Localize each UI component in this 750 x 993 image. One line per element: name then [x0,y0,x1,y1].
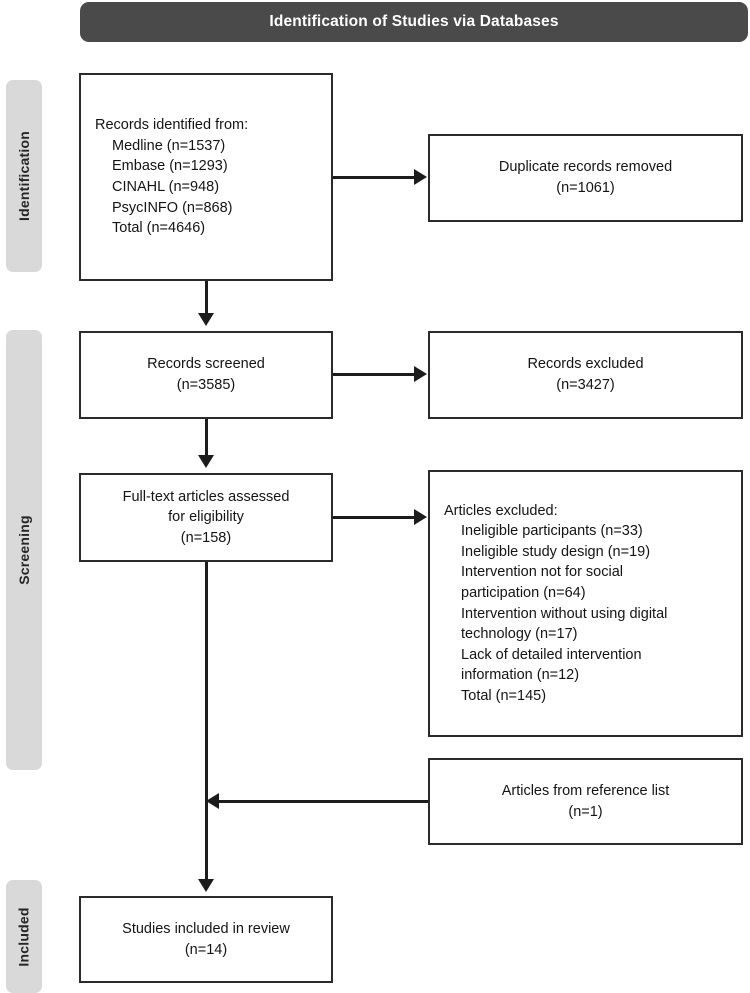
box-records-identified: Records identified from: Medline (n=1537… [79,73,333,281]
diagram-header-banner: Identification of Studies via Databases [80,2,748,42]
arrowhead-down-icon [198,879,214,892]
arrowhead-left-icon [206,793,219,809]
box-records-excluded: Records excluded (n=3427) [428,331,743,419]
arrowhead-down-icon [198,313,214,326]
diagram-title: Identification of Studies via Databases [269,13,559,30]
connector-screened-to-fulltext [205,419,208,457]
stage-label-included: Included [16,906,33,967]
box-line: Lack of detailed intervention [461,646,642,663]
box-duplicate-records-removed: Duplicate records removed (n=1061) [428,134,743,222]
box-articles-from-reference-list: Articles from reference list (n=1) [428,758,743,845]
box-line: PsycINFO (n=868) [112,199,233,216]
box-line: for eligibility [168,509,244,526]
connector-identified-to-duplicates [333,176,416,179]
box-line: Articles from reference list [501,782,670,799]
box-line: Ineligible participants (n=33) [461,523,643,540]
connector-fulltext-to-included [205,562,208,883]
box-line: Duplicate records removed [498,159,673,176]
box-line: participation (n=64) [461,584,586,601]
arrowhead-down-icon [198,455,214,468]
stage-tab-screening: Screening [6,330,42,770]
box-line: (n=3427) [556,377,615,393]
box-line: Total (n=4646) [112,220,206,237]
arrowhead-right-icon [414,366,427,382]
box-line: Total (n=145) [461,687,547,704]
stage-tab-included: Included [6,880,42,993]
box-line: Records screened [147,356,265,373]
box-line: Ineligible study design (n=19) [461,543,651,560]
box-line: Embase (n=1293) [112,158,228,175]
box-line: Records identified from: [95,117,249,134]
box-line: Intervention not for social [461,564,624,581]
box-line: Intervention without using digital [461,605,668,622]
stage-label-identification: Identification [16,131,33,221]
box-line: (n=3585) [176,377,236,393]
stage-tab-identification: Identification [6,80,42,272]
box-records-screened: Records screened (n=3585) [79,331,333,419]
box-line: CINAHL (n=948) [112,179,220,195]
connector-reference-list-to-trunk [218,800,428,803]
stage-label-screening: Screening [16,515,32,585]
arrowhead-right-icon [414,509,427,525]
box-line: Articles excluded: [444,502,558,519]
box-line: (n=1) [568,803,603,820]
box-line: (n=158) [180,529,232,546]
box-studies-included-in-review: Studies included in review (n=14) [79,896,333,983]
arrowhead-right-icon [414,169,427,185]
box-articles-excluded: Articles excluded: Ineligible participan… [428,470,743,737]
box-line: Full-text articles assessed [122,488,290,505]
box-fulltext-articles-assessed: Full-text articles assessed for eligibil… [79,473,333,562]
box-line: Medline (n=1537) [112,137,226,154]
box-line: (n=14) [184,941,228,958]
connector-identified-to-screened [205,281,208,315]
box-line: (n=1061) [556,180,615,196]
connector-screened-to-excluded [333,373,416,376]
connector-fulltext-to-articles-excluded [333,516,416,519]
box-line: Records excluded [527,356,644,373]
box-line: information (n=12) [461,667,580,684]
box-line: technology (n=17) [461,626,578,643]
box-line: Studies included in review [122,920,290,937]
